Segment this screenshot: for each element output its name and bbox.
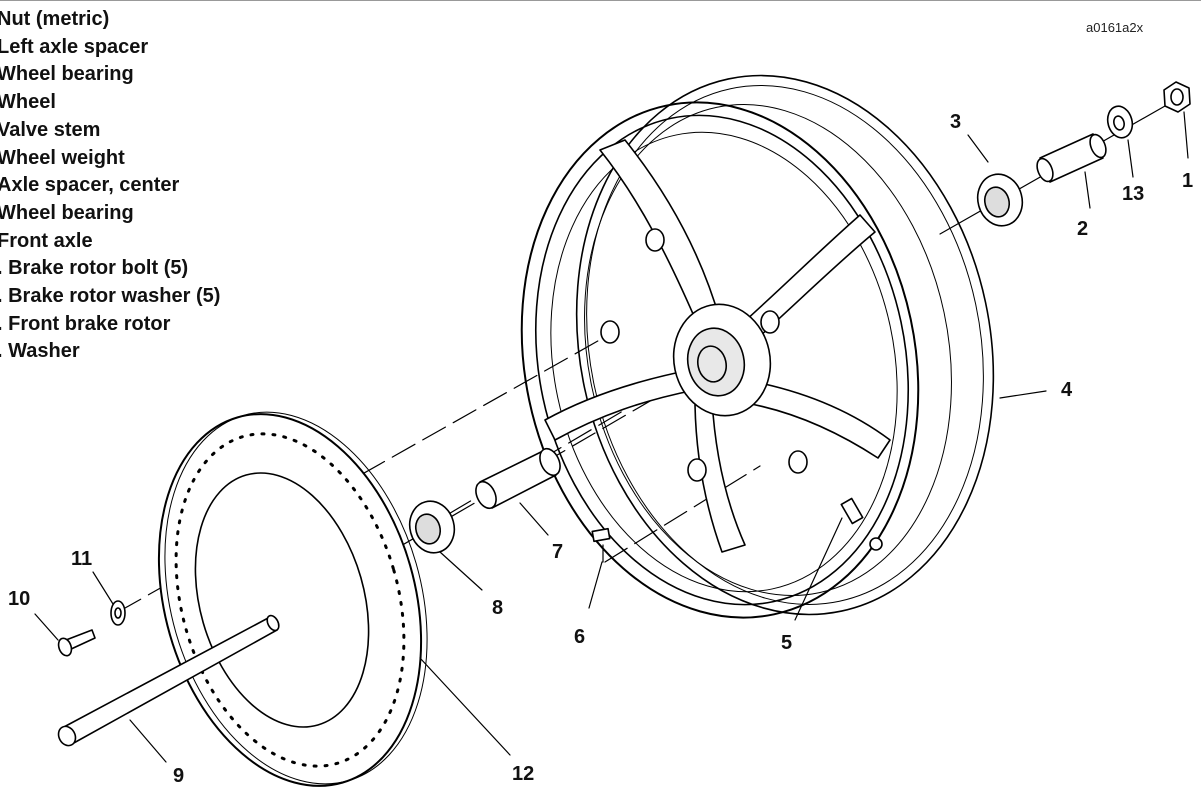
callout-5: 5: [781, 632, 793, 654]
legend-item: . Brake rotor washer (5): [0, 285, 221, 308]
washer-right: [1106, 105, 1134, 139]
valve-stem: [840, 497, 883, 551]
callout-2: 2: [1077, 218, 1089, 240]
figure-id: a0161a2x: [1086, 20, 1144, 35]
left-axle-spacer: [1036, 133, 1107, 183]
legend-item: . Washer: [0, 340, 80, 363]
legend-item: . Brake rotor bolt (5): [0, 257, 189, 280]
rim-outer-back-2: [586, 85, 984, 605]
rim-outer-front: [520, 101, 920, 619]
callout-7: 7: [552, 541, 564, 563]
center-spacer: [475, 447, 561, 510]
callout-13: 13: [1122, 183, 1145, 205]
legend-item: Front axle: [0, 229, 93, 252]
leader-lines: [34, 111, 1189, 763]
callout-3: 3: [950, 111, 962, 133]
rim-outer-back: [575, 74, 995, 616]
callout-8: 8: [492, 597, 504, 619]
brake-rotor-drawing: [157, 411, 428, 787]
legend-item: Nut (metric): [0, 8, 110, 30]
parts-legend: Nut (metric) Left axle spacer Wheel bear…: [0, 6, 220, 366]
callout-1: 1: [1182, 170, 1194, 192]
callout-12: 12: [512, 763, 535, 785]
wheel-drawing: [520, 74, 995, 619]
bolt-and-washer: [57, 600, 126, 657]
callout-10: 10: [8, 588, 31, 610]
legend-item: Axle spacer, center: [0, 174, 180, 197]
rim-inner-front: [534, 114, 910, 606]
axle-nut: [1163, 81, 1191, 113]
rotor-inner: [194, 472, 370, 728]
callout-4: 4: [1061, 379, 1073, 401]
wheel-weight: [591, 527, 611, 543]
rotor-outer: [157, 413, 423, 787]
legend-item: Wheel bearing: [0, 201, 134, 224]
bearing-right: [976, 173, 1024, 227]
legend-item: Wheel: [0, 91, 56, 114]
hub-inner: [686, 327, 746, 397]
rotor-holes: [174, 432, 406, 768]
hub-bore: [697, 345, 727, 383]
callout-11: 11: [71, 548, 93, 570]
front-axle-drawing: [57, 614, 280, 747]
legend-item: Wheel weight: [0, 146, 125, 169]
top-rule: [0, 0, 1201, 1]
rim-inner-lip: [550, 131, 898, 593]
legend-item: . Front brake rotor: [0, 312, 171, 335]
callout-6: 6: [574, 626, 586, 648]
legend-item: Left axle spacer: [0, 35, 149, 58]
rotor-bosses: [600, 228, 808, 482]
rotor-outer-edge: [164, 411, 428, 785]
rim-groove: [584, 104, 952, 596]
bearing-left: [408, 500, 456, 554]
legend-item: Valve stem: [0, 118, 101, 141]
legend-item: Wheel bearing: [0, 63, 134, 86]
callout-9: 9: [173, 765, 185, 787]
